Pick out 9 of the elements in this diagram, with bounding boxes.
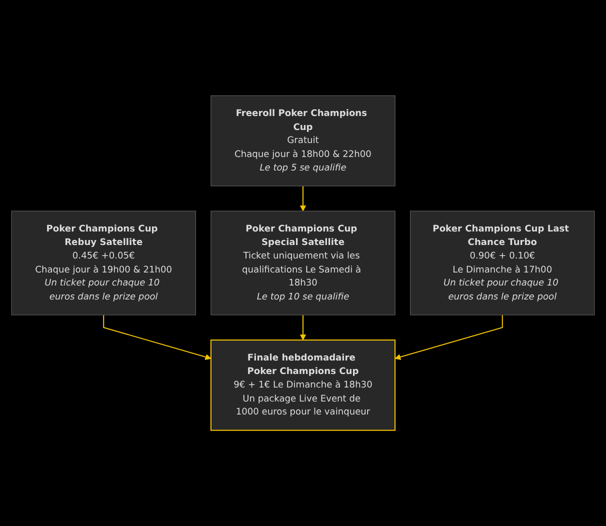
process-box: Freeroll Poker Champions Cup Gratuit Chaque jour à 18h00 & 22h00 Le top 5 se qualifie [210,95,396,186]
arrow [394,314,503,360]
process-box: Finale hebdomadaire Poker Champions Cup 9€ + 1€ Le Dimanche à 18h30 Un package Live Event de 1000 euros pour le vainqueur [210,340,396,431]
arrow [300,314,306,340]
process-box: Poker Champions Cup Last Chance Turbo 0.90€ + 0.10€ Le Dimanche à 17h00 Un ticket pour chaque 10 euros dans le prize pool [410,210,595,316]
process-box: Poker Champions Cup Special Satellite Ticket uniquement via les qualifications Le Samedi à 18h30 Le top 10 se qualifie [210,210,396,316]
arrow [300,186,306,212]
process-box: Poker Champions Cup Rebuy Satellite 0.45€ +0.05€ Chaque jour à 19h00 & 21h00 Un ticket pour chaque 10 euros dans le prize pool [11,210,196,316]
arrow [103,314,212,360]
